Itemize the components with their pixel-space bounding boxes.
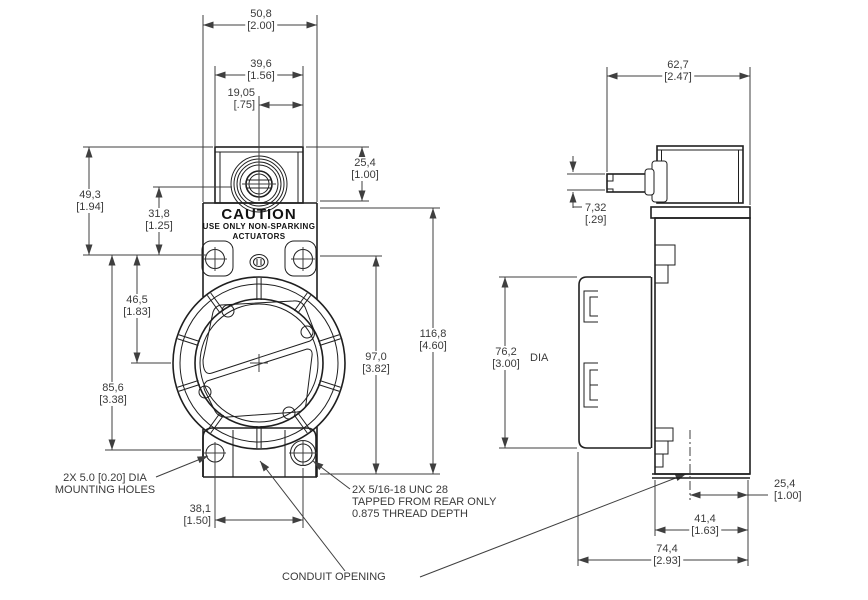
dim-cover-dia: 76,2[3.00] — [490, 346, 522, 370]
dim-head-height: 25,4[1.00] — [349, 157, 381, 181]
approval-emblem — [249, 254, 269, 270]
side-body — [652, 217, 751, 500]
dim-button-to-center: 46,5[1.83] — [121, 294, 153, 318]
dim-mount-spacing: 38,1[1.50] — [181, 503, 213, 527]
dim-base-depth: 41,4[1.63] — [689, 513, 721, 537]
dim-button-to-mount: 85,6[3.38] — [97, 382, 129, 406]
front-dimension-lines — [83, 15, 440, 528]
front-view — [83, 15, 687, 578]
front-round-cover — [172, 276, 346, 450]
mounting-holes-note: 2X 5.0 [0.20] DIA MOUNTING HOLES — [54, 472, 156, 496]
dim-shaft-offset: 19,05[.75] — [225, 87, 257, 111]
side-dimension-lines — [499, 67, 768, 566]
tapped-holes-note: 2X 5/16-18 UNC 28 TAPPED FROM REAR ONLY … — [352, 484, 497, 520]
dim-overall-depth: 74,4[2.93] — [651, 543, 683, 567]
side-head-box — [656, 145, 744, 204]
dim-overall-width: 50,8[2.00] — [245, 8, 277, 32]
cover-inner-plate — [198, 300, 315, 420]
dim-head-width: 39,6[1.56] — [245, 58, 277, 82]
conduit-opening-note: CONDUIT OPENING — [282, 571, 386, 583]
side-round-cover — [578, 276, 653, 449]
dim-button-to-bottom: 97,0[3.82] — [360, 351, 392, 375]
dim-shaft-to-button: 31,8[1.25] — [143, 208, 175, 232]
front-mounting-feet — [202, 427, 317, 477]
dim-head-depth: 62,7[2.47] — [662, 59, 694, 83]
side-shaft — [606, 160, 668, 203]
dim-cover-dia-suffix: DIA — [530, 352, 549, 364]
dim-body-height: 116,8[4.60] — [417, 328, 449, 352]
front-body-outline — [202, 202, 318, 478]
dim-shaft-dia: 7,32[.29] — [583, 202, 609, 226]
front-leader-lines — [155, 455, 687, 578]
side-view — [499, 67, 768, 566]
dim-top-to-button: 49,3[1.94] — [74, 189, 106, 213]
front-actuator-screws — [201, 240, 317, 277]
dim-conduit-to-back: 25,4[1.00] — [772, 478, 804, 502]
side-top-plate — [650, 206, 751, 219]
caution-label: CAUTION USE ONLY NON-SPARKING ACTUATORS — [202, 206, 316, 241]
bezel-ribs — [177, 278, 341, 448]
